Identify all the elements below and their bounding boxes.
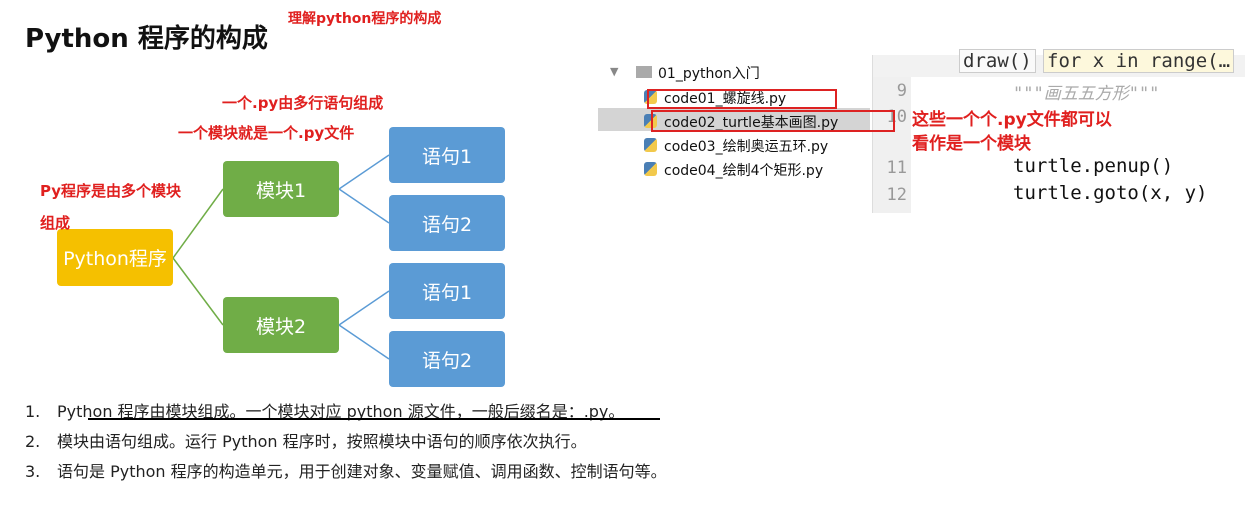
note-program-line1: Py程序是由多个模块 <box>40 182 182 200</box>
code-line: turtle.goto(x, y) <box>1013 182 1208 204</box>
python-file-icon <box>644 114 657 128</box>
list-text: Python 程序由模块组成。一个模块对应 python 源文件，一般后缀名是：… <box>57 402 625 421</box>
file-name: code03_绘制奥运五环.py <box>664 139 829 155</box>
line-number: 9 <box>896 81 907 101</box>
code-editor: draw() for x in range(… 9 10 11 12 """画五… <box>872 49 1245 213</box>
underline-annotation <box>88 418 660 420</box>
connector-m1-s1 <box>338 154 390 190</box>
file-item[interactable]: code02_turtle基本画图.py <box>644 112 839 132</box>
highlight-box <box>651 110 895 132</box>
connector-root-module2 <box>172 257 224 326</box>
file-item[interactable]: code03_绘制奥运五环.py <box>644 136 829 156</box>
node-statement: 语句1 <box>389 263 505 319</box>
connector-root-module1 <box>172 188 224 259</box>
node-statement: 语句2 <box>389 331 505 387</box>
file-item[interactable]: code04_绘制4个矩形.py <box>644 160 824 180</box>
breadcrumb-tab[interactable]: for x in range(… <box>1043 49 1235 73</box>
node-module-2: 模块2 <box>223 297 339 353</box>
python-file-icon <box>644 138 657 152</box>
list-item: 3. 语句是 Python 程序的构造单元，用于创建对象、变量赋值、调用函数、控制… <box>25 458 667 482</box>
collapse-arrow-icon[interactable]: ▼ <box>610 65 619 78</box>
diagram-connectors <box>172 154 390 360</box>
line-gutter <box>873 77 911 213</box>
list-item: 2. 模块由语句组成。运行 Python 程序时，按照模块中语句的顺序依次执行。 <box>25 428 587 452</box>
connector-m1-s2 <box>338 188 390 224</box>
file-name: code04_绘制4个矩形.py <box>664 163 824 179</box>
list-item: 1. Python 程序由模块组成。一个模块对应 python 源文件，一般后缀名… <box>25 398 624 422</box>
line-number: 11 <box>886 158 907 178</box>
python-file-icon <box>644 162 657 176</box>
note-module: 一个模块就是一个.py文件 <box>178 124 355 142</box>
connector-m2-s2 <box>338 324 390 360</box>
list-number: 1. <box>25 402 41 421</box>
node-module-1: 模块1 <box>223 161 339 217</box>
list-number: 2. <box>25 432 41 451</box>
selected-row-highlight <box>598 108 870 131</box>
note-statements: 一个.py由多行语句组成 <box>222 94 384 112</box>
folder-icon <box>636 66 652 78</box>
annotation-top: 理解python程序的构成 <box>288 11 442 27</box>
page-title: Python 程序的构成 <box>25 24 268 54</box>
folder-name[interactable]: 01_python入门 <box>658 66 760 82</box>
list-number: 3. <box>25 462 41 481</box>
list-text: 语句是 Python 程序的构造单元，用于创建对象、变量赋值、调用函数、控制语句… <box>57 462 667 481</box>
code-line: turtle.penup() <box>1013 155 1174 177</box>
note-program-line2: 组成 <box>40 214 71 232</box>
node-statement: 语句2 <box>389 195 505 251</box>
note-files-line1: 这些一个个.py文件都可以 <box>912 110 1112 130</box>
node-python-program: Python程序 <box>57 229 173 286</box>
breadcrumb-tab[interactable]: draw() <box>959 49 1036 73</box>
line-number: 12 <box>886 185 907 205</box>
ide-screenshot: ▼ 01_python入门 code01_螺旋线.py code02_turtl… <box>598 49 1245 213</box>
list-text: 模块由语句组成。运行 Python 程序时，按照模块中语句的顺序依次执行。 <box>57 432 587 451</box>
node-statement: 语句1 <box>389 127 505 183</box>
file-name: code01_螺旋线.py <box>664 91 787 107</box>
highlight-box <box>647 89 837 109</box>
file-name: code02_turtle基本画图.py <box>664 115 839 131</box>
project-tree: ▼ 01_python入门 code01_螺旋线.py code02_turtl… <box>598 55 870 213</box>
code-line: """画五五方形""" <box>1013 84 1160 104</box>
note-files-line2: 看作是一个模块 <box>912 134 1031 154</box>
connector-m2-s1 <box>338 290 390 326</box>
line-number: 10 <box>886 107 907 127</box>
